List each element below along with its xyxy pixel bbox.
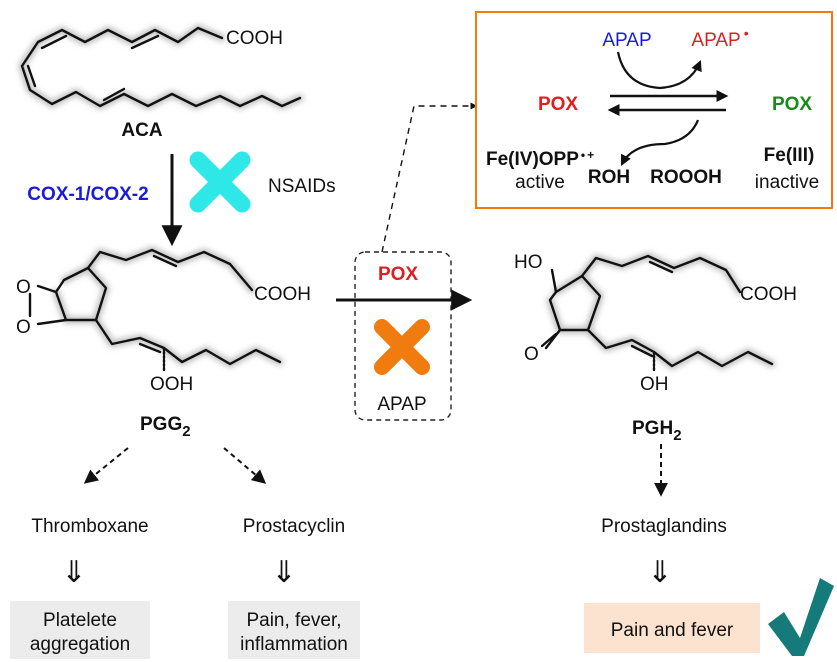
pgh2-name: PGH2 xyxy=(632,418,682,444)
pox-label: POX xyxy=(378,264,418,285)
cycle-fe4-label: Fe(IV)OPP•+ xyxy=(486,148,594,170)
cycle-apap-radical: APAP• xyxy=(691,25,748,51)
platelet-line2: aggregation xyxy=(30,634,130,655)
cox-label: COX-1/COX-2 xyxy=(27,184,148,205)
implies-arrow-2: ⇓ xyxy=(271,556,296,589)
pgh2-structure: HO O COOH OH PGH2 xyxy=(514,252,797,444)
platelet-line1: Platelete xyxy=(43,610,117,631)
apap-oxidation-arrow xyxy=(616,51,702,90)
pain-inflammation-box xyxy=(228,601,360,659)
pain-fever-box xyxy=(584,603,760,653)
pgg2-structure: O O COOH OOH PGG2 xyxy=(16,246,311,440)
pgh2-acid-label: COOH xyxy=(740,284,797,305)
to-prostacyclin-arrow xyxy=(223,447,267,484)
prostacyclin-label: Prostacyclin xyxy=(243,516,345,537)
aca-name: ACA xyxy=(121,120,162,141)
pgg2-ooh-label: OOH xyxy=(150,374,193,395)
pain-fever-label: Pain and fever xyxy=(611,620,734,641)
pain-line2: inflammation xyxy=(240,634,348,655)
implies-arrow-1: ⇓ xyxy=(61,556,86,589)
pgg2-name: PGG2 xyxy=(140,414,191,440)
x-icon xyxy=(374,319,430,375)
x-icon xyxy=(189,151,251,213)
cycle-pox-active: POX xyxy=(538,94,578,115)
pgg2-acid-label: COOH xyxy=(254,284,311,305)
pgh2-oh-label: OH xyxy=(640,374,669,395)
apap-label: APAP xyxy=(377,394,426,415)
pointer-to-cycle xyxy=(381,102,478,253)
to-thromboxane-arrow xyxy=(83,447,129,484)
pgg2-o-top: O xyxy=(16,277,31,298)
cycle-roh: ROH xyxy=(588,167,630,188)
thromboxane-label: Thromboxane xyxy=(31,516,148,537)
pgh2-ho-label: HO xyxy=(514,252,543,273)
prostaglandins-label: Prostaglandins xyxy=(601,516,727,537)
nsaids-label: NSAIDs xyxy=(268,176,336,197)
pgg2-o-bottom: O xyxy=(16,317,31,338)
pain-line1: Pain, fever, xyxy=(246,610,341,631)
pox-inhibition-box xyxy=(354,251,452,421)
aca-acid-label: COOH xyxy=(226,28,283,49)
pgh2-keto-label: O xyxy=(524,344,539,365)
checkmark-icon xyxy=(768,578,834,656)
cycle-apap-in: APAP xyxy=(602,30,651,51)
cycle-active-label: active xyxy=(515,172,565,193)
platelet-box xyxy=(10,601,150,659)
aca-structure: COOH ACA xyxy=(18,24,304,141)
implies-arrow-3: ⇓ xyxy=(647,556,672,589)
cycle-roooh: ROOOH xyxy=(650,167,722,188)
cycle-pox-inactive: POX xyxy=(772,94,812,115)
cycle-fe3-label: Fe(III) xyxy=(764,145,815,166)
reduction-arrow xyxy=(621,119,700,166)
cycle-inactive-label: inactive xyxy=(755,172,819,193)
